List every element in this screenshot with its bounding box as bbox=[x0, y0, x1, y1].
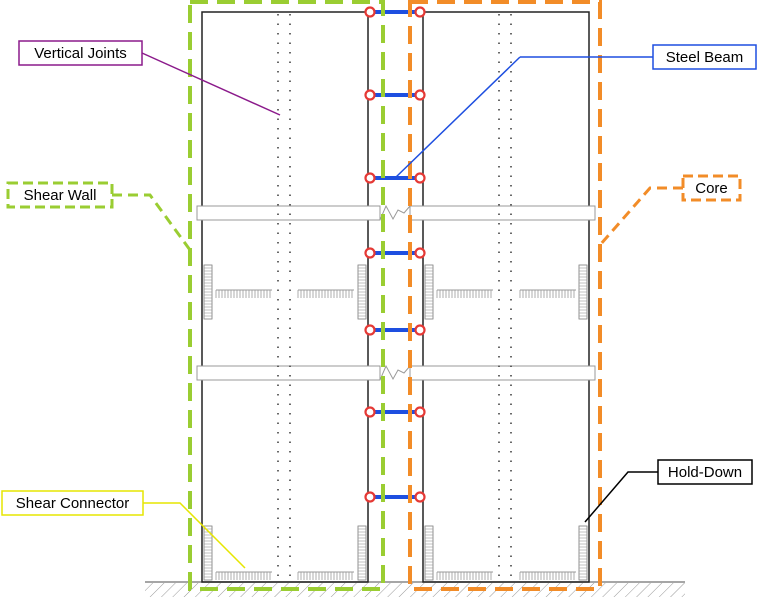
hold-down bbox=[203, 264, 213, 320]
hinge-icon bbox=[364, 491, 376, 503]
hold-down-text: Hold-Down bbox=[668, 464, 742, 481]
shear-connector bbox=[519, 289, 576, 298]
steel-beam-leader-diagonal bbox=[394, 56, 521, 179]
hold-down bbox=[424, 525, 434, 581]
steel-beam-label: Steel Beam bbox=[652, 44, 757, 70]
hinge-icon bbox=[414, 324, 426, 336]
hold-down bbox=[424, 264, 434, 320]
shear-connector-strips bbox=[215, 289, 576, 580]
steel-beam bbox=[364, 491, 426, 503]
shear-connector-label: Shear Connector bbox=[1, 490, 144, 516]
shear-connector-text: Shear Connector bbox=[16, 495, 129, 512]
hinge-icon bbox=[414, 247, 426, 259]
hinge-icon bbox=[364, 6, 376, 18]
steel-beam bbox=[364, 247, 426, 259]
vertical-joints-leader bbox=[141, 52, 281, 116]
hold-down bbox=[578, 525, 588, 581]
floor-slab-lower bbox=[196, 364, 596, 381]
hinge-icon bbox=[414, 406, 426, 418]
hold-down bbox=[203, 525, 213, 581]
shear-connector bbox=[215, 289, 272, 298]
hinge-icon bbox=[414, 89, 426, 101]
shear-connector bbox=[436, 289, 493, 298]
hold-down-blocks bbox=[203, 264, 588, 581]
steel-beam bbox=[364, 89, 426, 101]
core-leader bbox=[598, 186, 683, 246]
hold-down bbox=[357, 264, 367, 320]
hinge-icon bbox=[364, 324, 376, 336]
shear-wall-boundary bbox=[188, 0, 385, 591]
hinge-icon bbox=[414, 172, 426, 184]
core-label: Core bbox=[681, 174, 742, 202]
hold-down-leader bbox=[584, 471, 658, 523]
hinge-icon bbox=[414, 491, 426, 503]
steel-beam bbox=[364, 6, 426, 18]
floor-slab-upper bbox=[196, 204, 596, 221]
hold-down bbox=[578, 264, 588, 320]
shear-connector bbox=[519, 571, 576, 580]
shear-wall-leader bbox=[112, 193, 192, 251]
right-wall-panel bbox=[422, 11, 590, 583]
steel-beams bbox=[364, 6, 426, 503]
shear-connector-leader bbox=[143, 502, 246, 569]
hinge-icon bbox=[364, 89, 376, 101]
left-wall-panel bbox=[201, 11, 369, 583]
core-boundary bbox=[408, 0, 602, 591]
vertical-joints-label: Vertical Joints bbox=[18, 40, 143, 66]
hinge-icon bbox=[364, 247, 376, 259]
shear-connector bbox=[297, 289, 354, 298]
core-text: Core bbox=[695, 180, 728, 197]
hinge-icon bbox=[414, 6, 426, 18]
hold-down bbox=[357, 525, 367, 581]
shear-connector bbox=[215, 571, 272, 580]
steel-beam bbox=[364, 406, 426, 418]
vertical-joints-text: Vertical Joints bbox=[34, 45, 127, 62]
hinge-icon bbox=[364, 406, 376, 418]
steel-beam-text: Steel Beam bbox=[666, 49, 744, 66]
shear-connector bbox=[436, 571, 493, 580]
shear-wall-label: Shear Wall bbox=[6, 181, 114, 209]
hold-down-label: Hold-Down bbox=[657, 459, 753, 485]
steel-beam bbox=[364, 324, 426, 336]
hinge-icon bbox=[364, 172, 376, 184]
shear-wall-text: Shear Wall bbox=[24, 187, 97, 204]
shear-connector bbox=[297, 571, 354, 580]
